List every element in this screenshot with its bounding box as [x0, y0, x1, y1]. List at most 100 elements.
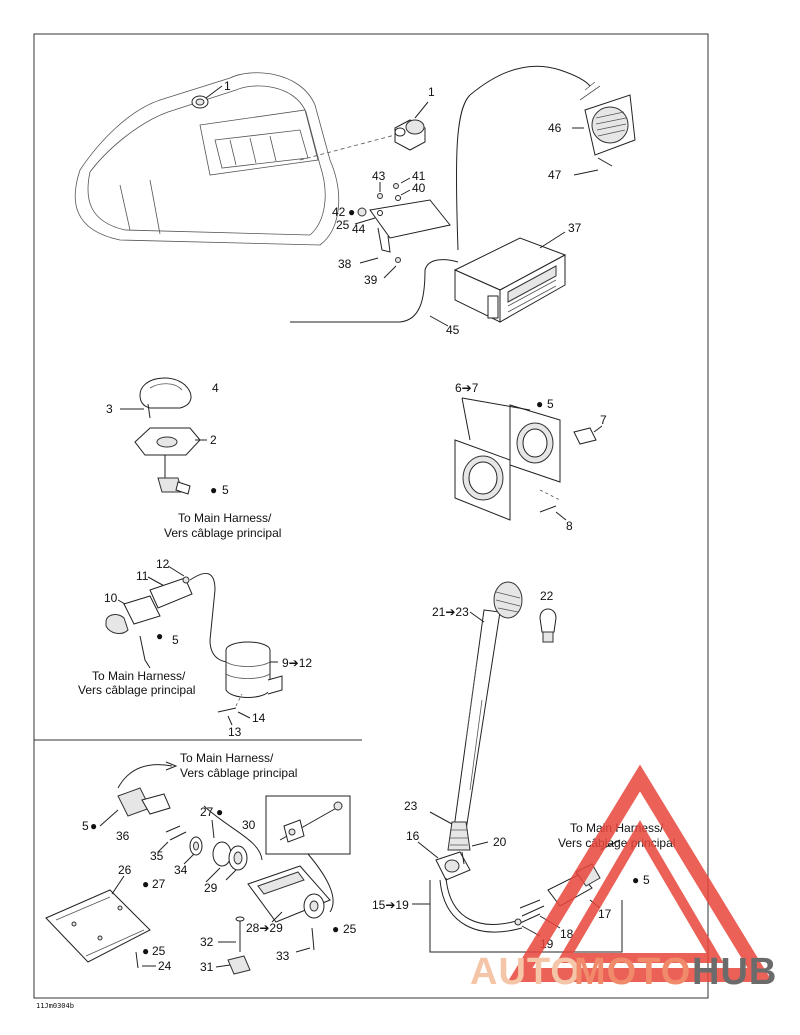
callout-44: 44	[352, 222, 366, 236]
callout-37: 37	[568, 221, 582, 235]
watermark-word-auto: AUTO	[470, 951, 581, 993]
drop-25a: ●	[348, 205, 355, 219]
drop-5c: ●	[156, 629, 163, 643]
callout-1b: 1	[428, 85, 435, 99]
horn-buzzer	[225, 641, 283, 698]
nut-41	[393, 183, 399, 189]
callout-39: 39	[364, 273, 378, 287]
drop-5a: ●	[210, 483, 217, 497]
callout-27a: 27	[200, 805, 214, 819]
light-base	[134, 427, 201, 456]
callout-5b: 5	[547, 397, 554, 411]
callout-28to29: 28➔29	[246, 921, 283, 935]
callout-15to19: 15➔19	[372, 898, 409, 912]
callout-21to23: 21➔23	[432, 605, 469, 619]
harness-note-1-line2: Vers câblage principal	[164, 526, 281, 540]
callout-5c: 5	[172, 633, 179, 647]
power-socket	[394, 119, 426, 151]
callout-14: 14	[252, 711, 266, 725]
screw-13	[217, 707, 237, 713]
callout-20: 20	[493, 835, 507, 849]
light-lens	[139, 377, 192, 409]
callout-27b: 27	[152, 877, 166, 891]
callout-1a: 1	[224, 79, 231, 93]
pole-base	[447, 821, 471, 851]
callout-2: 2	[210, 433, 217, 447]
screw-24	[135, 951, 139, 969]
connector-10	[105, 595, 161, 634]
callout-25b: 25	[152, 944, 166, 958]
callout-30: 30	[242, 818, 256, 832]
callout-35: 35	[150, 849, 164, 863]
callout-11: 11	[136, 569, 149, 583]
bolt-32	[235, 916, 245, 952]
callout-10: 10	[104, 591, 118, 605]
callout-12: 12	[156, 557, 170, 571]
bolt-33	[311, 927, 315, 951]
callout-25c: 25	[343, 922, 357, 936]
trim-ring-large	[454, 439, 511, 521]
harness-note-3-line2: Vers câblage principal	[180, 766, 297, 780]
callout-9to12: 9➔12	[282, 656, 312, 670]
drop-5b: ●	[536, 397, 543, 411]
screw-8	[539, 505, 557, 513]
drop-27b: ●	[142, 877, 149, 891]
callout-25a: 25	[336, 218, 350, 232]
watermark	[507, 764, 773, 982]
callout-40: 40	[412, 181, 426, 195]
socket-16	[435, 851, 471, 881]
speaker	[579, 81, 636, 156]
callout-32: 32	[200, 935, 214, 949]
spacer-29	[212, 841, 248, 871]
watermark-triangle-icon	[507, 764, 773, 982]
bracket-plate	[369, 199, 451, 253]
diagram-frame	[33, 33, 709, 999]
mounting-plate	[45, 889, 151, 963]
callout-18: 18	[560, 927, 574, 941]
bulb-7	[573, 427, 597, 445]
connector-5a	[157, 477, 191, 495]
callout-33: 33	[276, 949, 290, 963]
callout-24: 24	[158, 959, 172, 973]
drop-27a: ●	[216, 805, 223, 819]
screws-35	[165, 825, 187, 841]
harness-note-2-line1: To Main Harness/	[92, 669, 186, 683]
terminals-18	[514, 899, 545, 926]
harness-note-2-line2: Vers câblage principal	[78, 683, 195, 697]
callout-7: 7	[600, 413, 607, 427]
callout-26: 26	[118, 863, 132, 877]
clamp-bracket	[247, 865, 331, 923]
screw-3	[147, 403, 151, 419]
radio-unit	[453, 237, 567, 323]
drop-25c: ●	[332, 922, 339, 936]
screw-20	[461, 851, 465, 865]
callout-16: 16	[406, 829, 420, 843]
callout-36: 36	[116, 829, 130, 843]
callout-13: 13	[228, 725, 242, 739]
callout-31: 31	[200, 960, 214, 974]
speaker-screw	[597, 157, 613, 167]
callout-23: 23	[404, 799, 418, 813]
callout-29: 29	[204, 881, 218, 895]
grommet-42	[357, 207, 367, 217]
hardware-kit-box	[265, 795, 351, 855]
callout-41: 41	[412, 169, 426, 183]
washer-44	[377, 210, 383, 216]
bulb-22	[539, 608, 557, 643]
callout-38: 38	[338, 257, 352, 271]
drop-5d: ●	[90, 819, 97, 833]
harness-note-3-line1: To Main Harness/	[180, 751, 274, 765]
callout-47: 47	[548, 168, 562, 182]
callout-42: 42	[332, 205, 346, 219]
callout-46: 46	[548, 121, 562, 135]
drop-25b: ●	[142, 944, 149, 958]
watermark-word-hub: HUB	[692, 951, 777, 993]
callout-4: 4	[212, 381, 219, 395]
washer-40	[395, 195, 401, 201]
callout-22: 22	[540, 589, 554, 603]
harness-note-4-line2: Vers câblage principal	[558, 836, 675, 850]
callout-8: 8	[566, 519, 573, 533]
callout-34: 34	[174, 863, 188, 877]
watermark-word-moto: MOTO	[574, 951, 691, 993]
